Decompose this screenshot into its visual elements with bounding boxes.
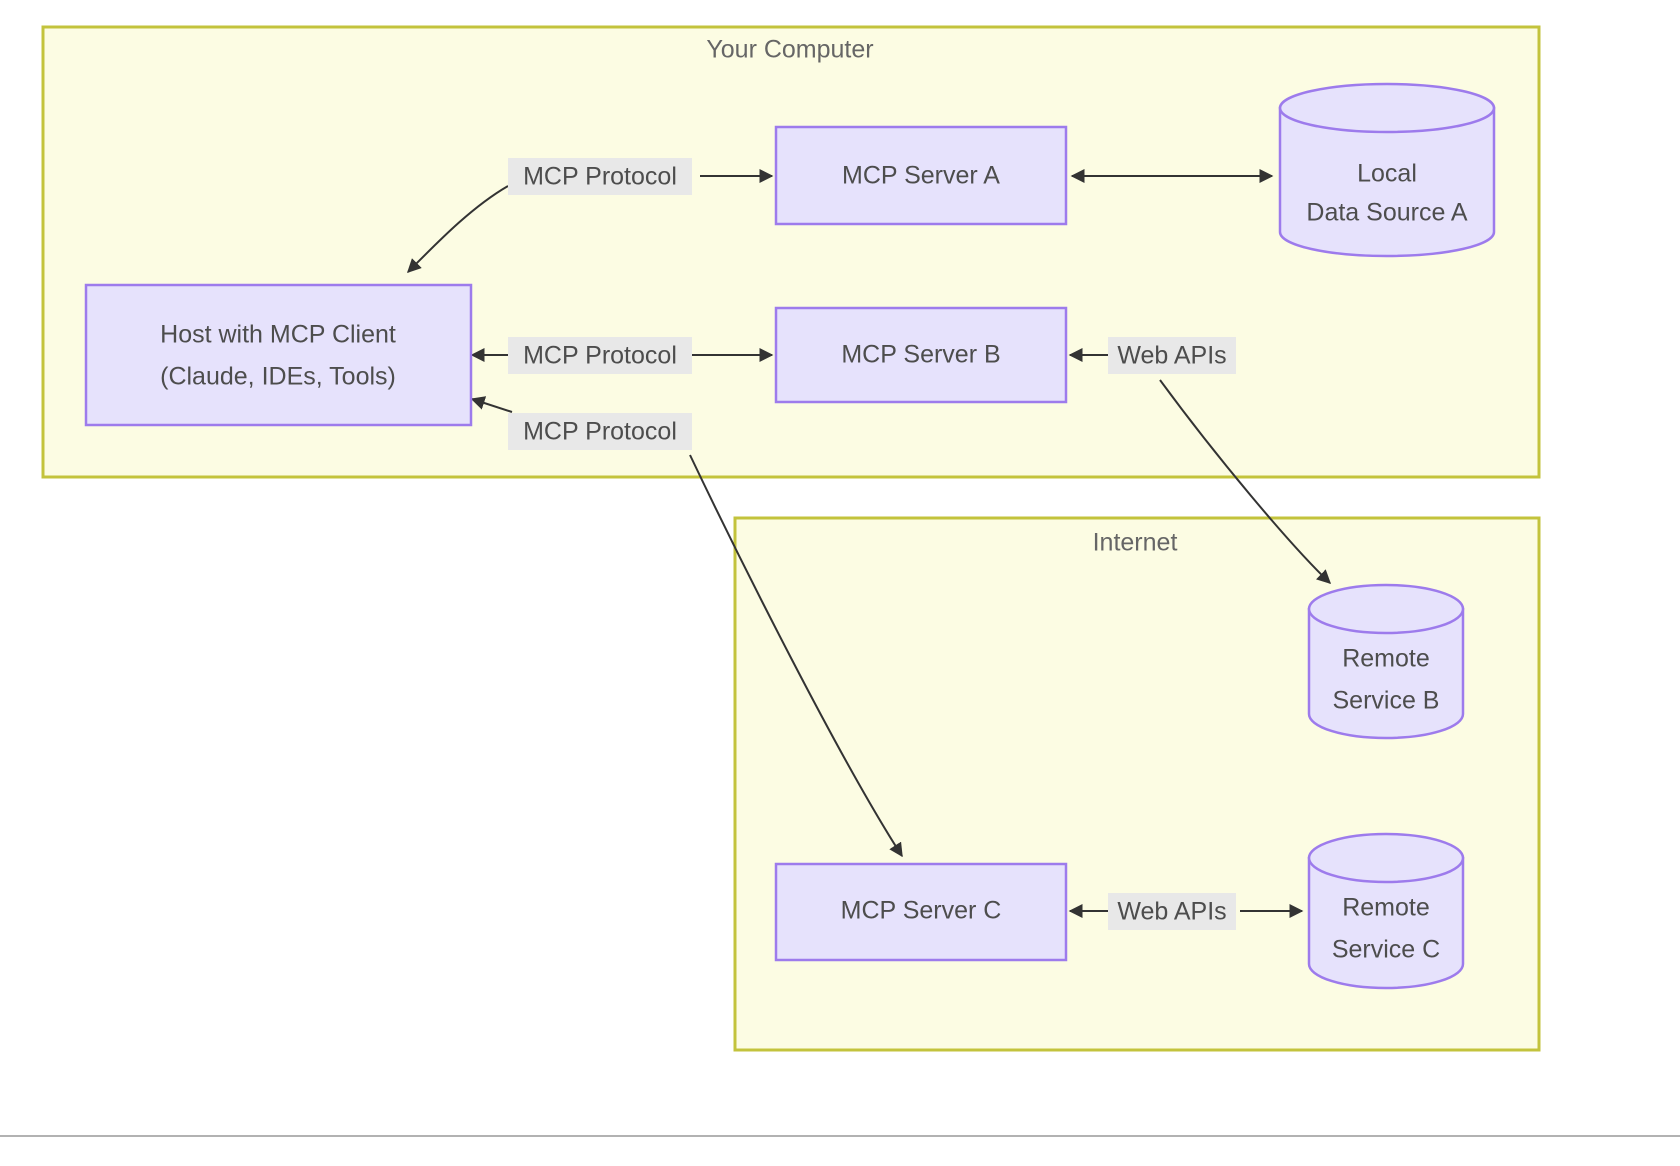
node-remote-b-body[interactable] [1307,607,1465,740]
node-host[interactable]: Host with MCP Client (Claude, IDEs, Tool… [84,283,473,427]
node-host-label-line2: (Claude, IDEs, Tools) [160,363,396,391]
node-remote-c-label-line2: Service C [1332,936,1440,964]
node-server-c-label: MCP Server C [841,897,1002,925]
edge-label-host-server-a-text: MCP Protocol [523,163,677,191]
group-internet-label: Internet [1093,529,1178,557]
node-host-label-line1: Host with MCP Client [160,321,396,349]
node-local-data-a-top [1278,82,1496,134]
edge-host-server-c-curve [689,454,903,858]
edge-label-host-server-a: MCP Protocol [508,158,692,195]
edge-label-host-server-c: MCP Protocol [508,413,692,450]
node-server-c[interactable]: MCP Server C [774,862,1068,962]
edge-server-b-remote-b-curve [1159,379,1332,584]
edge-label-host-server-c-bg [508,413,692,450]
edge-host-server-c [470,396,903,858]
edge-label-server-b-remote-b-bg [1108,337,1236,374]
node-server-c-box[interactable] [774,862,1068,962]
node-remote-c-body[interactable] [1307,856,1465,990]
group-your-computer-label: Your Computer [706,36,873,64]
node-server-a[interactable]: MCP Server A [774,125,1068,226]
edge-host-server-a-curve [407,185,509,273]
edge-label-server-c-remote-c: Web APIs [1108,893,1236,930]
node-server-a-box[interactable] [774,125,1068,226]
edge-label-host-server-b-bg [508,337,692,374]
node-server-a-label: MCP Server A [842,162,1000,190]
edge-label-host-server-b: MCP Protocol [508,337,692,374]
node-local-data-a[interactable]: Local Data Source A [1278,82,1496,258]
edge-label-host-server-b-text: MCP Protocol [523,342,677,370]
node-remote-b-label-line2: Service B [1333,687,1440,715]
edge-label-host-server-c-text: MCP Protocol [523,418,677,446]
node-remote-c-label-line1: Remote [1342,894,1430,922]
node-remote-c-top [1307,832,1465,884]
edge-server-b-remote-b [1068,348,1332,584]
node-server-b[interactable]: MCP Server B [774,306,1068,404]
edge-label-host-server-a-bg [508,158,692,195]
node-local-data-a-label-line2: Data Source A [1306,199,1468,227]
edge-label-server-c-remote-c-bg [1108,893,1236,930]
node-local-data-a-label-line1: Local [1357,160,1417,188]
node-remote-b[interactable]: Remote Service B [1307,583,1465,740]
edge-host-server-a [407,169,774,273]
node-server-b-label: MCP Server B [841,341,1000,369]
node-remote-b-top [1307,583,1465,635]
node-server-b-box[interactable] [774,306,1068,404]
node-remote-c[interactable]: Remote Service C [1307,832,1465,990]
node-local-data-a-body[interactable] [1278,106,1496,258]
edge-host-server-c-left [470,396,513,413]
node-remote-b-label-line1: Remote [1342,645,1430,673]
edge-label-server-c-remote-c-text: Web APIs [1117,898,1226,926]
edge-label-server-b-remote-b: Web APIs [1108,337,1236,374]
node-host-box[interactable] [84,283,473,427]
edge-label-server-b-remote-b-text: Web APIs [1117,342,1226,370]
